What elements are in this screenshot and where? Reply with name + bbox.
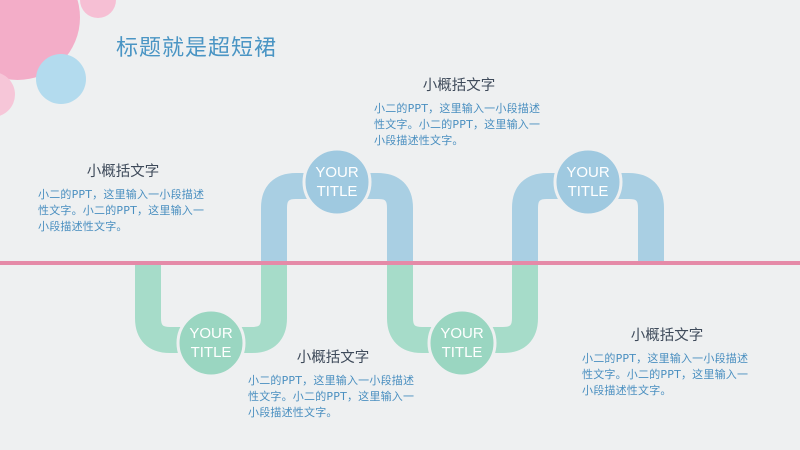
node-label-4-line2: TITLE: [567, 183, 609, 200]
text-block-2-heading: 小概括文字: [422, 78, 496, 94]
text-block-3: 小概括文字 小二的PPT，这里输入一小段描述性文字。小二的PPT，这里输入一小段…: [248, 346, 418, 421]
text-block-4-body: 小二的PPT，这里输入一小段描述性文字。小二的PPT，这里输入一小段描述性文字。: [582, 352, 749, 397]
node-label-2-line2: TITLE: [316, 183, 358, 200]
text-block-1: 小概括文字 小二的PPT，这里输入一小段描述性文字。小二的PPT，这里输入一小段…: [38, 160, 208, 235]
node-circle-4: [553, 147, 623, 217]
node-circle-3: [427, 308, 497, 378]
node-label-1-line1: YOUR: [189, 325, 233, 342]
node-label-1: YOUR TITLE: [166, 324, 256, 362]
text-block-1-body: 小二的PPT，这里输入一小段描述性文字。小二的PPT，这里输入一小段描述性文字。: [38, 188, 205, 233]
text-block-1-heading: 小概括文字: [86, 164, 160, 180]
text-block-4: 小概括文字 小二的PPT，这里输入一小段描述性文字。小二的PPT，这里输入一小段…: [582, 324, 752, 399]
node-label-3-line1: YOUR: [440, 325, 484, 342]
node-label-4: YOUR TITLE: [543, 163, 633, 201]
decor-bubble-pink-small: [80, 0, 116, 18]
text-block-2: 小概括文字 小二的PPT，这里输入一小段描述性文字。小二的PPT，这里输入一小段…: [374, 74, 544, 149]
node-circle-1: [176, 308, 246, 378]
node-label-4-line1: YOUR: [566, 164, 610, 181]
text-block-4-heading: 小概括文字: [630, 328, 704, 344]
baseline-pink: [0, 261, 800, 265]
node-label-3-line2: TITLE: [441, 344, 483, 361]
node-label-2-line1: YOUR: [315, 164, 359, 181]
text-block-3-heading: 小概括文字: [296, 350, 370, 366]
node-circle-2: [302, 147, 372, 217]
node-label-3: YOUR TITLE: [417, 324, 507, 362]
decor-bubble-pink-left: [0, 72, 15, 117]
text-block-3-body: 小二的PPT，这里输入一小段描述性文字。小二的PPT，这里输入一小段描述性文字。: [248, 374, 415, 419]
decor-bubble-blue: [36, 54, 86, 104]
node-label-1-line2: TITLE: [190, 344, 232, 361]
node-label-2: YOUR TITLE: [292, 163, 382, 201]
text-block-2-body: 小二的PPT，这里输入一小段描述性文字。小二的PPT，这里输入一小段描述性文字。: [374, 102, 541, 147]
page-title: 标题就是超短裙: [116, 36, 278, 61]
